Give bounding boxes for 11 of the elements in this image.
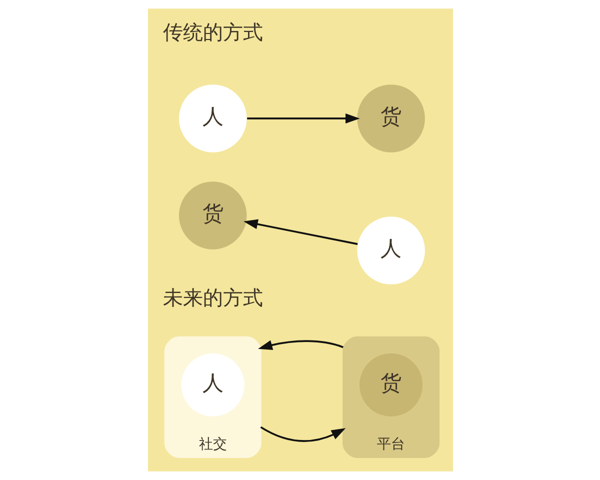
arrow: [258, 340, 343, 350]
arrow: [246, 113, 360, 124]
node-circle: 人: [356, 216, 424, 284]
node-circle: 人: [178, 84, 246, 152]
arrow: [243, 219, 358, 245]
label: 传统的方式: [162, 21, 262, 44]
node-circle: 货: [356, 84, 424, 152]
node-circle: 人: [180, 353, 244, 416]
arrow: [260, 426, 346, 442]
node-circle: 货: [178, 182, 246, 250]
label: 未来的方式: [162, 286, 262, 310]
